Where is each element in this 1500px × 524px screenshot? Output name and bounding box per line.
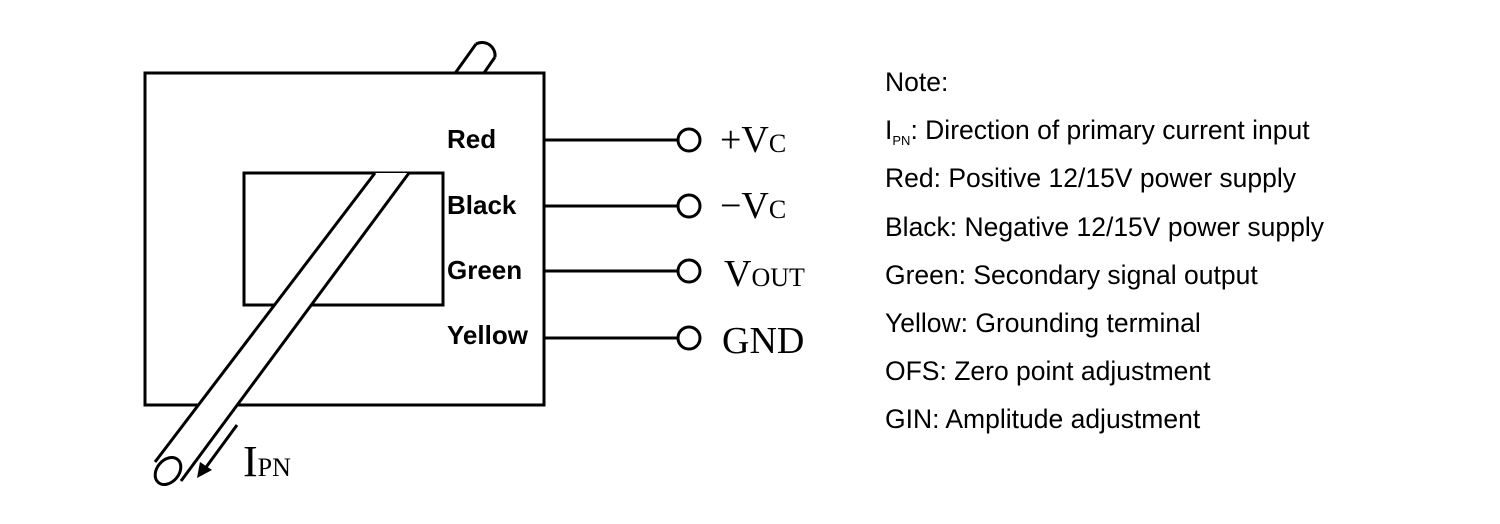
note-black: Black: Negative 12/15V power supply [885, 211, 1324, 242]
note-ipn-subscript: PN [892, 133, 911, 149]
wire-black: Black −VC [447, 185, 786, 227]
wire-label-green: Green [447, 255, 522, 285]
wire-label-red: Red [447, 124, 496, 154]
notes-title: Note: [885, 67, 949, 97]
terminal-label-negative-vc: −VC [720, 185, 786, 227]
wiring-diagram: IPN Red +VC Black −VC Green VOUT Yellow … [143, 41, 805, 486]
note-ipn-symbol: I [885, 115, 893, 146]
terminal-label-positive-vc: +VC [720, 119, 786, 161]
wire-yellow: Yellow GND [447, 320, 804, 362]
terminal-circle-icon [676, 127, 702, 153]
wire-label-yellow: Yellow [447, 320, 529, 350]
wire-red: Red +VC [447, 119, 786, 161]
primary-conductor [153, 172, 411, 486]
note-yellow: Yellow: Grounding terminal [885, 307, 1201, 338]
note-red: Red: Positive 12/15V power supply [885, 163, 1296, 194]
current-direction-arrow-icon [197, 424, 239, 478]
terminal-circle-icon [676, 193, 702, 219]
wire-green: Green VOUT [447, 253, 805, 295]
terminal-circle-icon [676, 258, 702, 284]
note-ipn-text: : Direction of primary current input [910, 115, 1310, 146]
note-ipn: IPN: Direction of primary current input [885, 110, 1324, 158]
note-gin: GIN: Amplitude adjustment [885, 404, 1201, 435]
wire-label-black: Black [447, 190, 517, 220]
note-ofs: OFS: Zero point adjustment [885, 356, 1211, 387]
notes-panel: Note: IPN: Direction of primary current … [885, 62, 1324, 448]
conductor-end [153, 456, 183, 486]
terminal-circle-icon [676, 325, 702, 351]
terminal-label-vout: VOUT [724, 253, 805, 295]
note-green: Green: Secondary signal output [885, 259, 1258, 290]
terminal-label-gnd: GND [722, 320, 804, 362]
current-label: IPN [243, 437, 291, 486]
